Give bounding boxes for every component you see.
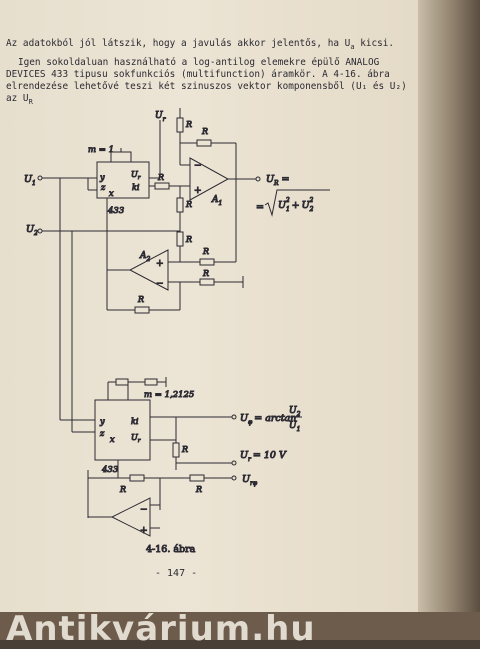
bottom-band xyxy=(0,612,480,640)
pin-x-lower: x xyxy=(110,435,115,444)
book-page: Az adatokból jól látszik, hogy a javulás… xyxy=(0,0,418,625)
resistor-r-mid xyxy=(176,197,184,213)
ur-top-label: Ur xyxy=(155,111,167,123)
chip-label-lower: 433 xyxy=(101,465,118,475)
resistor-lower-r3 xyxy=(189,474,205,482)
r-label-1: R xyxy=(201,127,208,136)
chip-433-upper xyxy=(96,161,150,199)
paragraph-line-3: DEVICES 433 tipusu sokfunkciós (multifun… xyxy=(6,69,390,80)
resistor-lower-r2 xyxy=(129,474,145,482)
page-number: - 147 - xyxy=(155,568,198,579)
a3-plus: + xyxy=(140,526,148,536)
urphi-label: Urφ xyxy=(242,474,258,487)
pin-z-upper: z xyxy=(100,183,106,192)
pin-y-upper: y xyxy=(99,173,105,182)
pin-ki-upper: ki xyxy=(132,183,140,192)
svg-text:U1: U1 xyxy=(289,421,300,433)
pin-ur-upper: Ur xyxy=(131,170,141,181)
resistor-a2-feedback xyxy=(134,306,150,314)
a2-label: A2 xyxy=(139,251,151,263)
ur-10v-label: Ur= 10 V xyxy=(240,450,287,463)
chip-label-upper: 433 xyxy=(107,206,124,216)
svg-text:Uφ= arctan: Uφ= arctan xyxy=(240,413,296,426)
svg-text:U12+U22: U12+U22 xyxy=(278,197,314,213)
r-label-10: R xyxy=(119,485,126,494)
opamp-a3 xyxy=(110,497,151,537)
r-label-8: R xyxy=(137,295,144,304)
m-lower-label: m = 1,2125 xyxy=(144,390,194,400)
svg-text:=: = xyxy=(256,202,264,213)
pin-y-lower: y xyxy=(99,417,105,426)
chip-upper-tab xyxy=(110,151,132,163)
resistor-a2-r2 xyxy=(199,278,215,286)
a1-label: A1 xyxy=(211,195,222,207)
r-label-4: R xyxy=(185,200,192,209)
pin-ur-lower: Ur xyxy=(131,433,141,444)
arctan-formula: Uφ= arctan U2 U1 xyxy=(240,406,302,434)
urphi-terminal xyxy=(231,475,237,481)
paragraph-line-4: elrendezése lehetővé teszi két szinuszos… xyxy=(6,81,407,92)
r-label-6: R xyxy=(202,247,209,256)
sqrt-formula: = U12+U22 xyxy=(256,189,330,217)
r-label-9: R xyxy=(181,445,188,454)
circuit-diagram: m = 1 Ur U1 U2 y z x Ur ki 433 R R R R R… xyxy=(24,108,330,556)
line1-variable: Ua xyxy=(344,38,355,51)
r-label-3: R xyxy=(157,173,164,182)
paragraph-line-5: az UR xyxy=(6,93,33,106)
opamp-a1 xyxy=(189,157,230,201)
m1-label: m = 1 xyxy=(88,145,114,155)
resistor-r-top xyxy=(176,117,184,133)
line1-text: Az adatokból jól látszik, hogy a javulás… xyxy=(6,38,340,49)
uphi-terminal xyxy=(231,414,237,420)
page-edge-shadow xyxy=(418,0,480,640)
u1-terminal xyxy=(37,175,43,181)
a1-plus: + xyxy=(194,186,202,196)
a3-minus: − xyxy=(140,505,148,515)
r-label-11: R xyxy=(195,485,202,494)
resistor-lower-r xyxy=(172,442,180,458)
r-label-5: R xyxy=(185,235,192,244)
ur10v-terminal xyxy=(231,460,237,466)
paragraph-line-1: Az adatokból jól látszik, hogy a javulás… xyxy=(6,38,394,51)
pin-z-lower: z xyxy=(99,429,105,438)
ur-output-label: UR= xyxy=(266,174,290,187)
pin-x-upper: x xyxy=(109,189,114,198)
resistor-lower-top1 xyxy=(115,378,129,386)
figure-caption: 4-16. ábra xyxy=(146,544,196,555)
r-label-7: R xyxy=(202,269,209,278)
a1-minus: − xyxy=(194,161,202,171)
opamp-a2 xyxy=(128,249,169,291)
u2-terminal xyxy=(37,228,43,234)
u2-label: U2 xyxy=(26,224,38,237)
line1-end: kicsi. xyxy=(360,38,395,49)
resistor-r1 xyxy=(154,182,170,190)
pin-ki-lower: ki xyxy=(131,417,139,426)
resistor-a1-feedback xyxy=(196,139,212,147)
paragraph-line-2: Igen sokoldaluan használható a log-antil… xyxy=(18,57,380,68)
a2-minus: − xyxy=(156,279,164,289)
a2-plus: + xyxy=(156,259,164,269)
r-label-2: R xyxy=(185,120,192,129)
chip-433-lower xyxy=(94,399,151,461)
resistor-r-low xyxy=(176,231,184,247)
u1-label: U1 xyxy=(24,174,36,187)
resistor-a2-r1 xyxy=(199,258,215,266)
ur-output-terminal xyxy=(255,176,261,182)
watermark: Antikvárium.hu xyxy=(6,609,316,649)
resistor-lower-top2 xyxy=(144,378,158,386)
svg-text:U2: U2 xyxy=(289,406,301,418)
